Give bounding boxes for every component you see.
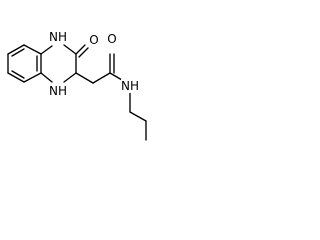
atom-label-o-amide: O xyxy=(107,32,116,46)
atom-label-nh-amide: NH xyxy=(121,79,139,93)
heterocycle-ring xyxy=(40,44,89,83)
bond-benzene-double-3 xyxy=(11,70,25,79)
atom-label-o-ring: O xyxy=(89,33,98,47)
bond-ring-c-nh-bottom xyxy=(63,72,77,83)
bond-ring-carbonyl-2 xyxy=(78,47,89,58)
bond-chain-2 xyxy=(92,72,111,84)
bond-benzene-2 xyxy=(23,44,42,55)
bond-benzene-1 xyxy=(7,44,25,55)
bond-ring-nh-top-c xyxy=(63,44,77,55)
bond-benzene-4 xyxy=(23,72,42,83)
bond-benzene-double-1 xyxy=(11,48,25,57)
benzene-ring xyxy=(7,44,42,83)
bond-ring-nh-bottom-c xyxy=(40,72,53,83)
molecule-structure: NH O NH O NH xyxy=(7,30,147,141)
bond-ring-c-nh-top xyxy=(40,45,53,55)
side-chain xyxy=(75,53,147,141)
bond-ring-carbonyl-1 xyxy=(75,44,86,55)
bond-amide-cn xyxy=(109,72,123,81)
atom-label-nh-top: NH xyxy=(49,30,67,44)
atom-labels: NH O NH O NH xyxy=(49,30,139,98)
bond-benzene-5 xyxy=(7,72,25,83)
atom-label-nh-bottom: NH xyxy=(49,84,67,98)
bond-chain-1 xyxy=(75,72,94,84)
bond-propyl-2 xyxy=(129,111,147,122)
